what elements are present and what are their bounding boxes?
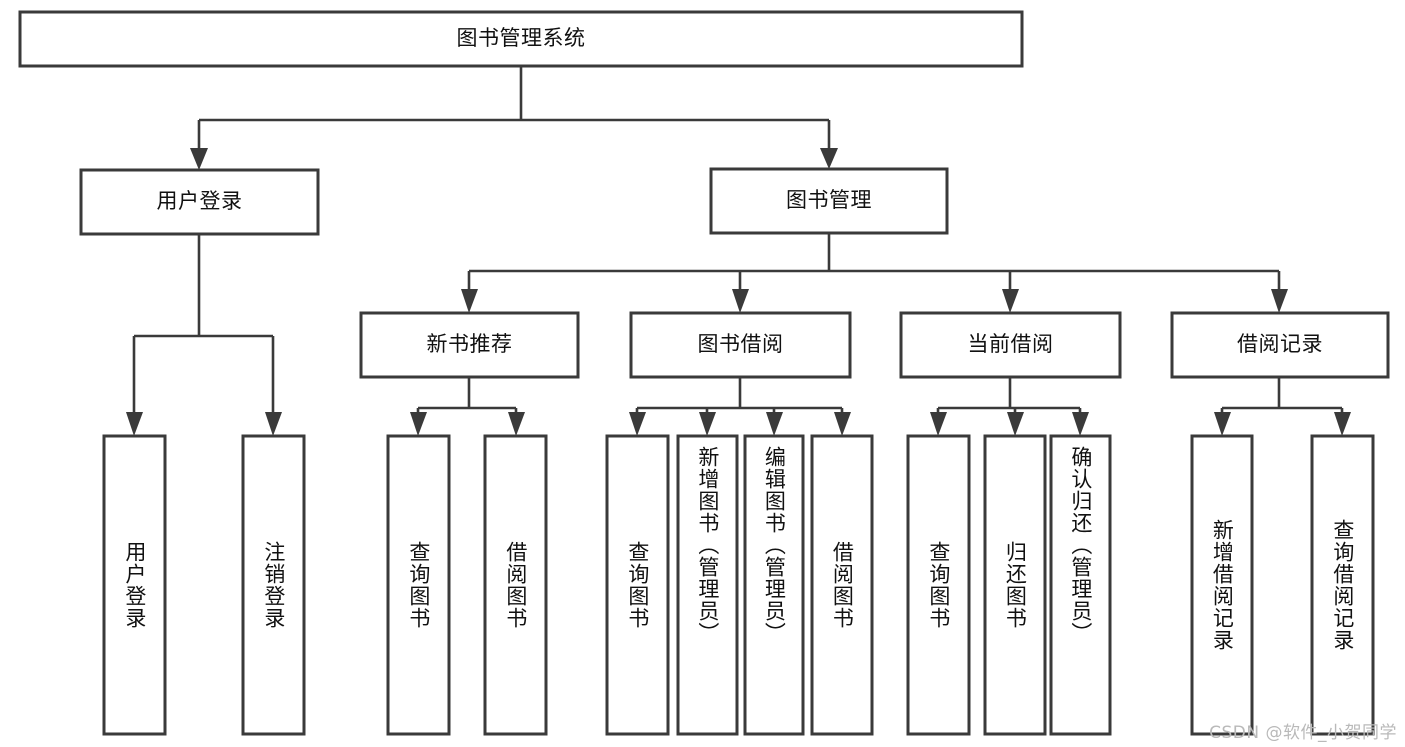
arrow-head-leaf-confirm-return <box>1072 412 1089 436</box>
arrow-head-leaf-query-book-2 <box>629 412 646 436</box>
node-box-leaf-add-book[interactable] <box>676 434 739 736</box>
connector-group-borrow-record <box>1214 377 1351 436</box>
arrow-head-book-manage <box>820 148 838 169</box>
arrow-head-user-login <box>190 148 208 170</box>
node-box-leaf-add-record[interactable] <box>1190 434 1254 736</box>
connector-group-user-login <box>126 234 282 436</box>
node-box-current-borrow[interactable] <box>899 311 1122 379</box>
node-box-root[interactable] <box>18 10 1024 68</box>
node-box-borrow-record[interactable] <box>1170 311 1390 379</box>
node-box-book-manage[interactable] <box>709 167 949 235</box>
arrow-head-leaf-query-book-1 <box>410 412 427 436</box>
node-box-leaf-confirm-return[interactable] <box>1049 434 1112 736</box>
arrow-head-current-borrow <box>1002 289 1019 313</box>
arrow-head-leaf-query-book-3 <box>930 412 947 436</box>
connector-group-current-borrow <box>930 377 1089 436</box>
node-box-user-login[interactable] <box>79 168 320 236</box>
node-box-new-book-rec[interactable] <box>359 311 580 379</box>
node-box-leaf-logout[interactable] <box>241 434 306 736</box>
node-box-leaf-user-login[interactable] <box>102 434 167 736</box>
node-box-leaf-query-book-2[interactable] <box>605 434 670 736</box>
arrow-head-leaf-borrow-book-1 <box>508 412 525 436</box>
node-box-leaf-borrow-book-1[interactable] <box>483 434 548 736</box>
node-box-leaf-edit-book[interactable] <box>743 434 805 736</box>
node-box-leaf-query-book-1[interactable] <box>386 434 451 736</box>
arrow-head-leaf-return-book <box>1007 412 1024 436</box>
connector-group-new-book-rec <box>410 377 525 436</box>
arrow-head-leaf-user-login <box>126 412 143 436</box>
node-box-leaf-query-record[interactable] <box>1310 434 1375 736</box>
arrow-head-leaf-query-record <box>1334 412 1351 436</box>
node-box-leaf-borrow-book-2[interactable] <box>810 434 874 736</box>
watermark-text: CSDN @软件_小贺同学 <box>1209 723 1397 743</box>
node-box-leaf-query-book-3[interactable] <box>906 434 971 736</box>
arrow-head-book-borrow <box>732 289 749 313</box>
arrow-head-leaf-borrow-book-2 <box>834 412 851 436</box>
node-box-book-borrow[interactable] <box>629 311 852 379</box>
connector-group-book-borrow <box>629 377 851 436</box>
arrow-head-leaf-add-record <box>1214 412 1231 436</box>
arrow-head-borrow-record <box>1271 289 1288 313</box>
connector-group-root <box>190 66 838 170</box>
arrow-head-new-book-rec <box>461 289 478 313</box>
connector-group-book-manage <box>461 233 1288 313</box>
node-box-leaf-return-book[interactable] <box>983 434 1047 736</box>
arrow-head-leaf-logout <box>265 412 282 436</box>
arrow-head-leaf-edit-book <box>766 412 783 436</box>
arrow-head-leaf-add-book <box>699 412 716 436</box>
